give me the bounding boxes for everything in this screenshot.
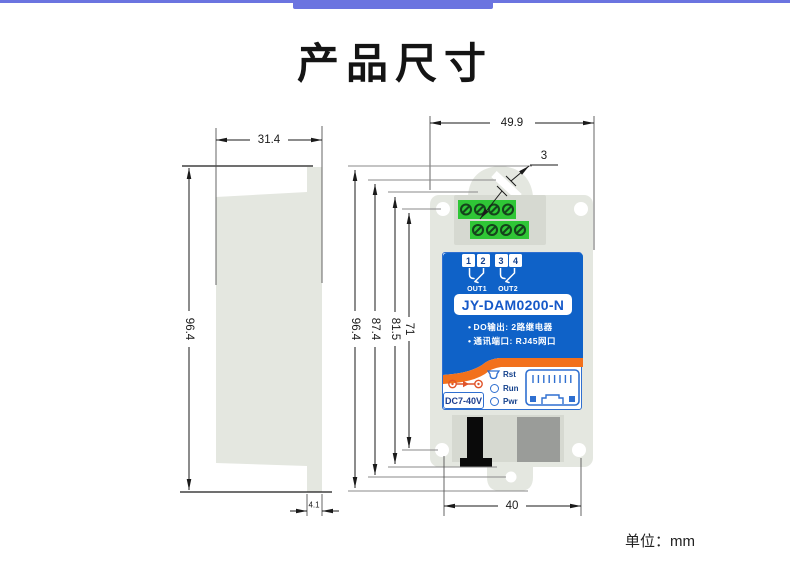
terminal-number-2: 2 bbox=[476, 254, 490, 267]
model-name-badge: JY-DAM0200-N bbox=[454, 294, 572, 315]
terminal-number-3: 3 bbox=[494, 254, 508, 267]
bullet-icon: • bbox=[468, 335, 472, 346]
unit-label: 单位：mm bbox=[625, 533, 695, 550]
dim-side-flange: 4.1 bbox=[308, 501, 320, 510]
feature-line-port: •通讯端口: RJ45网口 bbox=[468, 335, 556, 346]
side-view-mount-flange bbox=[307, 167, 322, 492]
hump-slot bbox=[491, 171, 522, 200]
rj45-port-icon bbox=[525, 369, 580, 406]
dim-front-hole-diameter: 3 bbox=[541, 150, 547, 162]
label-orange-stripe bbox=[443, 358, 583, 384]
dim-front-hole-spacing-horizontal: 40 bbox=[506, 500, 519, 512]
terminal-block-bottom bbox=[470, 221, 529, 239]
bullet-icon: • bbox=[468, 322, 472, 332]
relay-symbol-out2 bbox=[499, 268, 516, 284]
led-label-pwr: Pwr bbox=[503, 397, 518, 406]
terminal-number-4: 4 bbox=[509, 254, 522, 267]
din-rail-clip bbox=[460, 417, 492, 467]
device-label-panel: 1 2 3 4 OUT1 OUT2 JY-DAM0200-N •DO输出: 2路… bbox=[442, 252, 583, 410]
dim-front-overall-height: 96.4 bbox=[349, 318, 361, 341]
page-title: 产品尺寸 bbox=[296, 40, 493, 87]
hole-diameter-callout: 3 bbox=[479, 150, 558, 220]
side-view bbox=[180, 165, 332, 493]
dim-front-tab-hole-height: 87.4 bbox=[369, 318, 381, 341]
terminal-number-1: 1 bbox=[462, 254, 475, 267]
dim-front-body-height: 81.5 bbox=[389, 318, 401, 340]
feature-list: •DO输出: 2路继电器 •通讯端口: RJ45网口 bbox=[468, 321, 556, 348]
feature-line-do: •DO输出: 2路继电器 bbox=[468, 322, 553, 332]
side-view-body bbox=[216, 192, 307, 466]
top-accent-bar bbox=[293, 0, 493, 9]
dim-front-width: 49.9 bbox=[501, 117, 523, 129]
dim-side-height: 96.4 bbox=[183, 318, 195, 341]
led-label-run: Run bbox=[503, 384, 519, 393]
relay-symbol-out1 bbox=[468, 268, 485, 284]
front-view-dimensions: 49.9 96.4 87.4 81.5 bbox=[348, 116, 595, 516]
bottom-port-opening bbox=[517, 417, 560, 462]
pwr-led-icon bbox=[490, 397, 499, 406]
channel-label-out1: OUT1 bbox=[467, 286, 487, 293]
channel-label-out2: OUT2 bbox=[498, 286, 518, 293]
terminal-screws-bottom bbox=[471, 223, 527, 237]
terminal-number-row: 1 2 3 4 bbox=[462, 254, 524, 267]
power-polarity-icon bbox=[448, 379, 483, 389]
run-led-icon bbox=[490, 384, 499, 393]
dim-front-hole-spacing-vertical: 71 bbox=[403, 323, 415, 336]
reset-button-icon bbox=[487, 370, 500, 380]
mounting-holes bbox=[435, 202, 588, 483]
leader-lines bbox=[348, 165, 532, 492]
side-view-dimensions: 31.4 96.4 4.1 bbox=[183, 126, 339, 516]
power-input-badge: DC7-40V bbox=[443, 392, 484, 409]
dim-side-width: 31.4 bbox=[258, 134, 281, 146]
led-label-rst: Rst bbox=[503, 370, 516, 379]
